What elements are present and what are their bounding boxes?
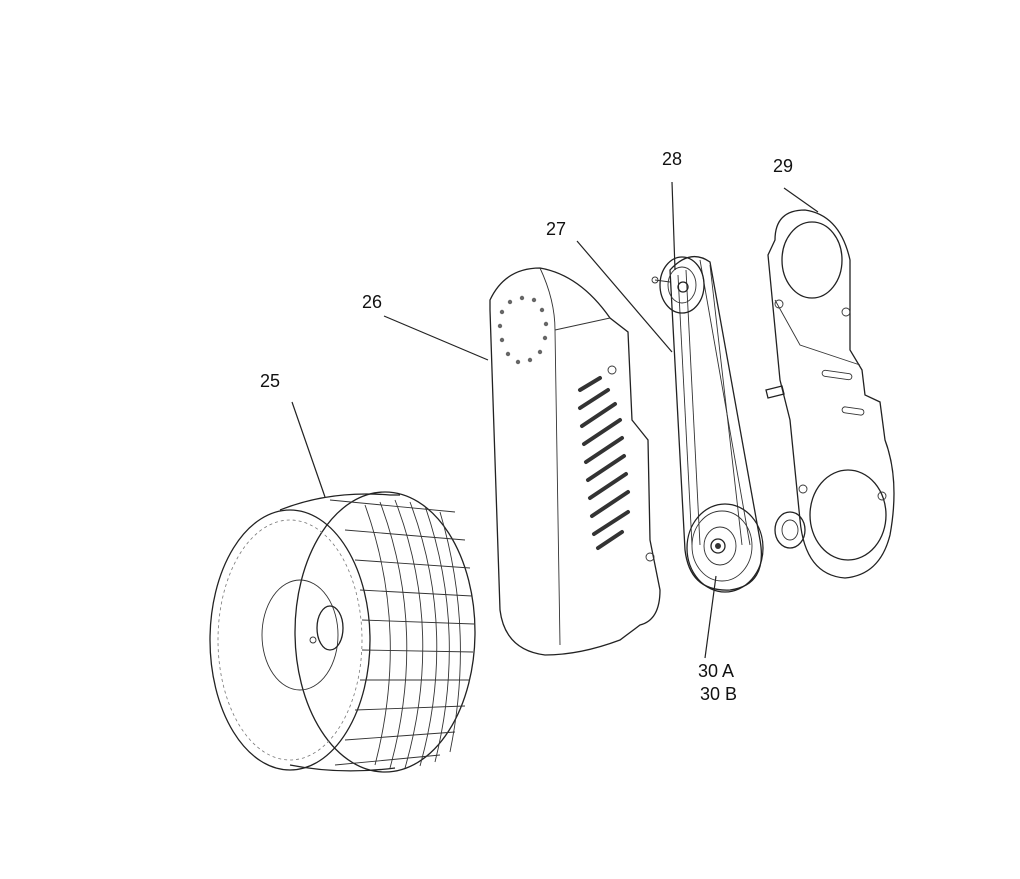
back-plate-part-29: [765, 209, 895, 579]
lower-pulley-part-30: [686, 503, 764, 593]
wheel-part-25: [209, 491, 476, 773]
leader-29: [783, 187, 819, 213]
leader-28: [671, 181, 676, 271]
callout-25: 25: [260, 371, 280, 391]
upper-pulley-part-28: [651, 256, 705, 314]
belt-cover-part-26: [489, 267, 661, 656]
callout-30a: 30 A: [698, 661, 734, 681]
callout-27: 27: [546, 219, 566, 239]
callout-29: 29: [773, 156, 793, 176]
callout-26: 26: [362, 292, 382, 312]
leader-25: [291, 401, 326, 498]
wheel-hub: [316, 605, 344, 651]
callout-30b: 30 B: [700, 684, 737, 704]
leader-27: [576, 240, 673, 353]
leader-lines: [291, 181, 819, 659]
leader-30: [704, 575, 717, 659]
tire-tread: [329, 499, 475, 769]
callout-28: 28: [662, 149, 682, 169]
vent-holes: [497, 295, 549, 365]
callout-labels: 25 26 27 28 29 30 A 30 B: [260, 149, 793, 704]
belt-part-27: [669, 255, 762, 591]
leader-26: [383, 315, 489, 361]
tire-front-face: [209, 509, 371, 771]
cover-slots: [578, 376, 630, 550]
